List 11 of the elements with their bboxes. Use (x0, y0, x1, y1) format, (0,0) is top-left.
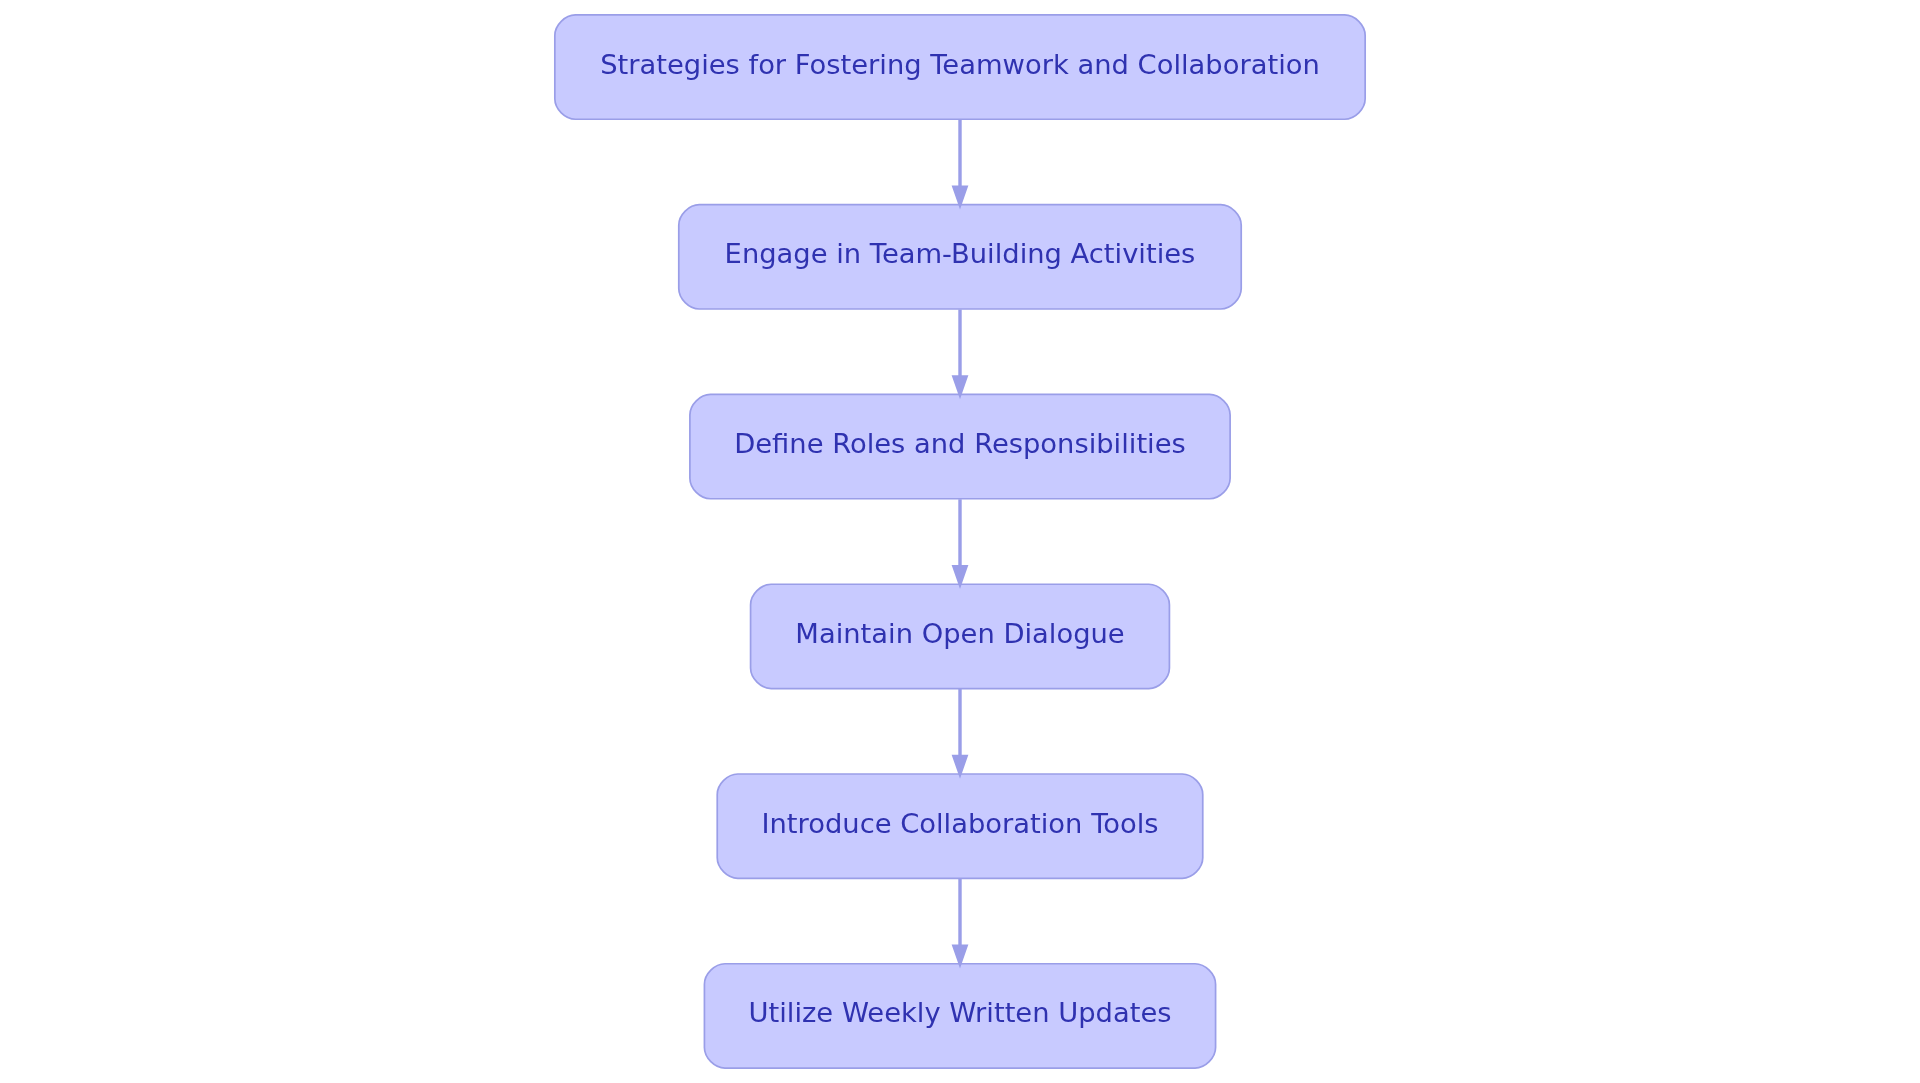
arrow (951, 878, 969, 969)
arrow (951, 309, 969, 400)
node-box: Maintain Open Dialogue (749, 583, 1171, 690)
node-box: Introduce Collaboration Tools (716, 773, 1204, 880)
node-box: Engage in Team-Building Activities (677, 203, 1243, 310)
arrow (951, 119, 969, 210)
node-box: Strategies for Fostering Teamwork and Collaboration (554, 14, 1366, 121)
node-box: Utilize Weekly Written Updates (703, 962, 1217, 1069)
arrow (951, 689, 969, 779)
arrow (951, 499, 969, 589)
node-box: Define Roles and Responsibilities (689, 393, 1231, 500)
